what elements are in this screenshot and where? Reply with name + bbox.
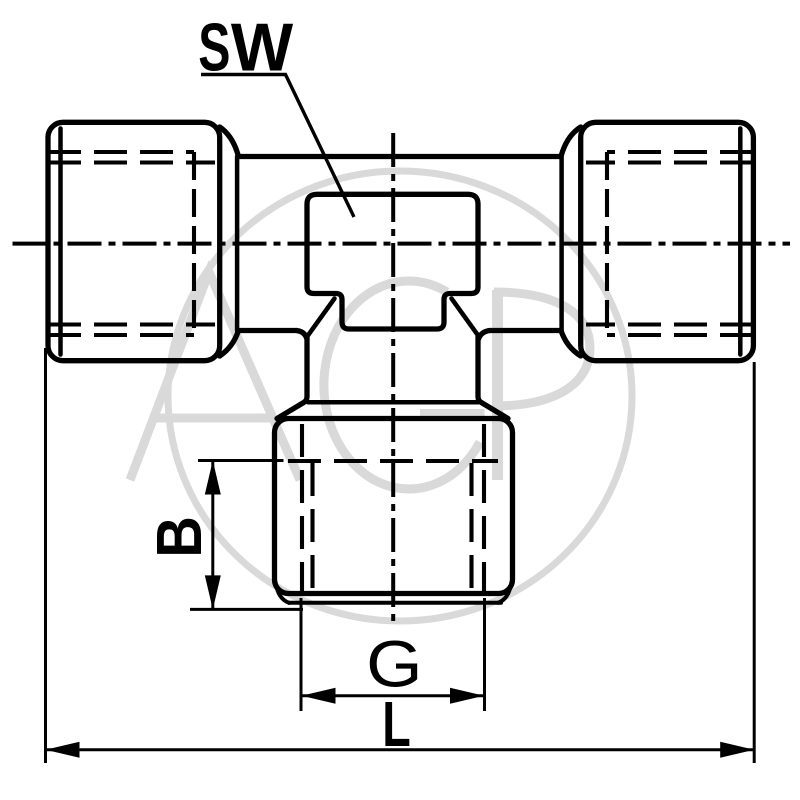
svg-text:S: S <box>198 11 230 86</box>
svg-text:G: G <box>366 627 422 701</box>
svg-text:L: L <box>382 688 411 760</box>
svg-text:W: W <box>231 10 294 86</box>
svg-text:B: B <box>143 516 214 558</box>
